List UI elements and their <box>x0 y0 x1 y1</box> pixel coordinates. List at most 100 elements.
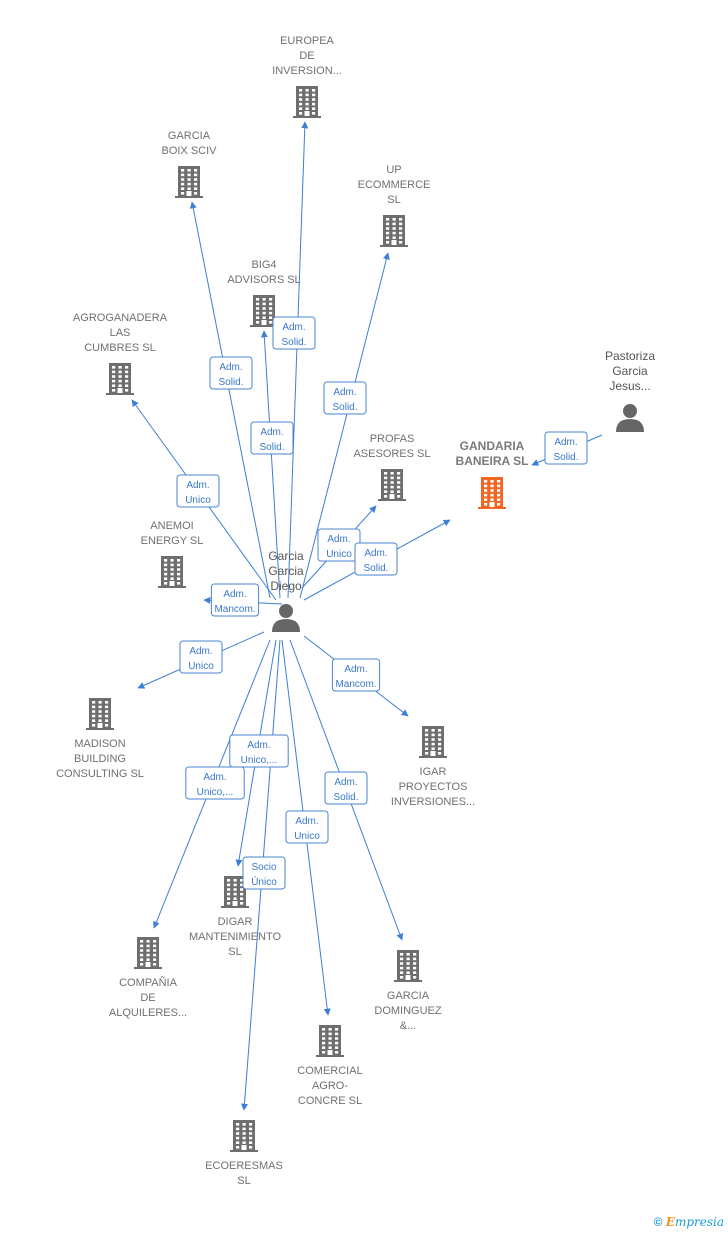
edge-label-line: Adm. <box>203 772 226 783</box>
building-icon <box>134 937 162 969</box>
edge-label-box <box>272 316 316 350</box>
edge-label-box <box>331 658 381 692</box>
node-label-line: BUILDING <box>74 753 126 765</box>
node-label-line: EUROPEA <box>280 35 334 47</box>
node-label-line: ADVISORS SL <box>227 274 300 286</box>
node-label-line: ENERGY SL <box>141 535 204 547</box>
node-label-line: ALQUILERES... <box>109 1007 187 1019</box>
node-label-line: ASESORES SL <box>353 448 430 460</box>
edge-garcia_diego-to-up_ecommerce <box>299 252 390 599</box>
node-label-line: SL <box>237 1175 250 1187</box>
node-label-line: Diego <box>270 579 302 593</box>
node-anemoi[interactable]: ANEMOI ENERGY SL <box>141 520 204 588</box>
edge-garcia_diego-to-garcia_boix <box>189 201 271 599</box>
node-label-line: INVERSION... <box>272 65 342 77</box>
node-label-line: DE <box>299 50 314 62</box>
edge-label-compania[interactable]: Adm. Unico,... <box>185 766 245 800</box>
node-label-line: MADISON <box>74 738 125 750</box>
node-pastoriza[interactable]: PastorizaGarciaJesus... <box>605 349 655 432</box>
node-label-line: BOIX SCIV <box>161 145 217 157</box>
node-label-line: AGRO- <box>312 1080 348 1092</box>
node-igar[interactable]: IGAR PROYECTOS INVERSIONES... <box>391 726 475 808</box>
edge-label-box <box>285 810 329 844</box>
node-compania[interactable]: COMPAÑIADEALQUILERES... <box>109 937 187 1019</box>
edge-label-comercial_agro[interactable]: Adm.Unico <box>285 810 329 844</box>
node-label-line: IGAR <box>420 766 447 778</box>
building-icon <box>378 469 406 501</box>
edge-label-line: Solid. <box>259 442 284 453</box>
node-label-line: CONCRE SL <box>298 1095 362 1107</box>
footer-brand: © Empresia <box>654 1215 724 1229</box>
edge-label-line: Mancom. <box>335 679 376 690</box>
node-label-line: COMPAÑIA <box>119 976 178 989</box>
node-garcia_dominguez[interactable]: GARCIADOMINGUEZ&... <box>374 950 442 1032</box>
edge-label-up_ecommerce[interactable]: Adm.Solid. <box>323 381 367 415</box>
edge-label-profas[interactable]: Adm.Unico <box>317 528 361 562</box>
edge-label-line: Socio <box>251 862 276 873</box>
node-label-line: CONSULTING SL <box>56 768 144 780</box>
edge-label-line: Adm. <box>223 589 246 600</box>
node-label-line: BANEIRA SL <box>456 454 529 468</box>
edge-label-garcia_dominguez[interactable]: Adm.Solid. <box>324 771 368 805</box>
edge-label-gandaria[interactable]: Adm.Solid. <box>544 431 588 465</box>
edges-layer <box>131 121 603 1111</box>
building-icon <box>106 363 134 395</box>
edge-label-agroganadera[interactable]: Adm.Unico <box>176 474 220 508</box>
edge-label-line: Adm. <box>295 816 318 827</box>
brand-logo-initial: E <box>665 1215 675 1229</box>
node-label-line: PROFAS <box>370 433 415 445</box>
node-label-line: MANTENIMIENTO <box>189 931 282 943</box>
node-profas[interactable]: PROFAS ASESORES SL <box>353 433 431 501</box>
building-icon <box>394 950 422 982</box>
edge-label-line: Mancom. <box>214 604 255 615</box>
edge-label-madison[interactable]: Adm.Unico <box>179 640 223 674</box>
node-label-line: Garcia <box>268 564 304 578</box>
node-label-line: ECOMMERCE <box>358 179 431 191</box>
edge-label-europea[interactable]: Adm.Solid. <box>272 316 316 350</box>
edge-label-line: Solid. <box>218 377 243 388</box>
edge-label-digar[interactable]: Adm.Unico,... <box>229 734 289 768</box>
node-label-line: Jesus... <box>609 379 650 393</box>
edge-label-line: Adm. <box>247 740 270 751</box>
node-label-line: AGROGANADERA <box>73 312 168 324</box>
edge-label-box <box>250 421 294 455</box>
edge-labels-layer: Adm.Solid.Adm.Solid.Adm.Solid.Adm.Solid.… <box>176 316 588 890</box>
edge-label-line: Unico,... <box>197 787 234 798</box>
node-label-line: DOMINGUEZ <box>374 1005 442 1017</box>
edge-label-big4[interactable]: Adm.Solid. <box>250 421 294 455</box>
building-icon <box>419 726 447 758</box>
edge-label-gandaria[interactable]: Adm.Solid. <box>354 542 398 576</box>
edge-label-garcia_boix[interactable]: Adm.Solid. <box>209 356 253 390</box>
edge-label-box <box>354 542 398 576</box>
node-label-line: INVERSIONES... <box>391 796 475 808</box>
copyright-symbol: © <box>653 1215 663 1229</box>
edge-label-box <box>176 474 220 508</box>
building-icon <box>293 86 321 118</box>
node-label-line: ANEMOI <box>150 520 193 532</box>
edge-label-anemoi[interactable]: Adm. Mancom. <box>210 583 260 617</box>
edge-label-igar[interactable]: Adm.Mancom. <box>331 658 381 692</box>
edge-garcia_diego-to-big4 <box>260 330 281 599</box>
edge-label-line: Adm. <box>554 437 577 448</box>
node-label-line: PROYECTOS <box>399 781 468 793</box>
edge-label-line: Adm. <box>327 534 350 545</box>
edge-label-line: Unico <box>188 661 214 672</box>
node-madison[interactable]: MADISON BUILDING CONSULTING SL <box>56 698 144 780</box>
edge-label-line: Único <box>251 875 277 888</box>
node-europea[interactable]: EUROPEA DE INVERSION... <box>272 35 342 118</box>
edge-garcia_diego-to-europea <box>287 121 309 599</box>
node-label-line: Pastoriza <box>605 349 655 363</box>
node-label-line: CUMBRES SL <box>84 342 156 354</box>
